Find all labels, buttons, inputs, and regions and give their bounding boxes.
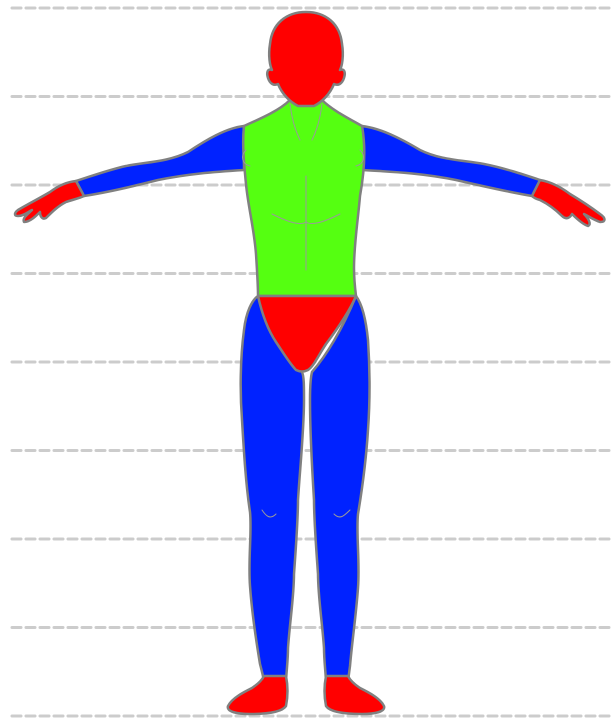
left-hand [15, 181, 84, 222]
right-hand [532, 180, 605, 226]
torso [243, 100, 364, 296]
head [267, 12, 345, 106]
left-foot [228, 676, 288, 714]
right-foot [325, 676, 385, 714]
